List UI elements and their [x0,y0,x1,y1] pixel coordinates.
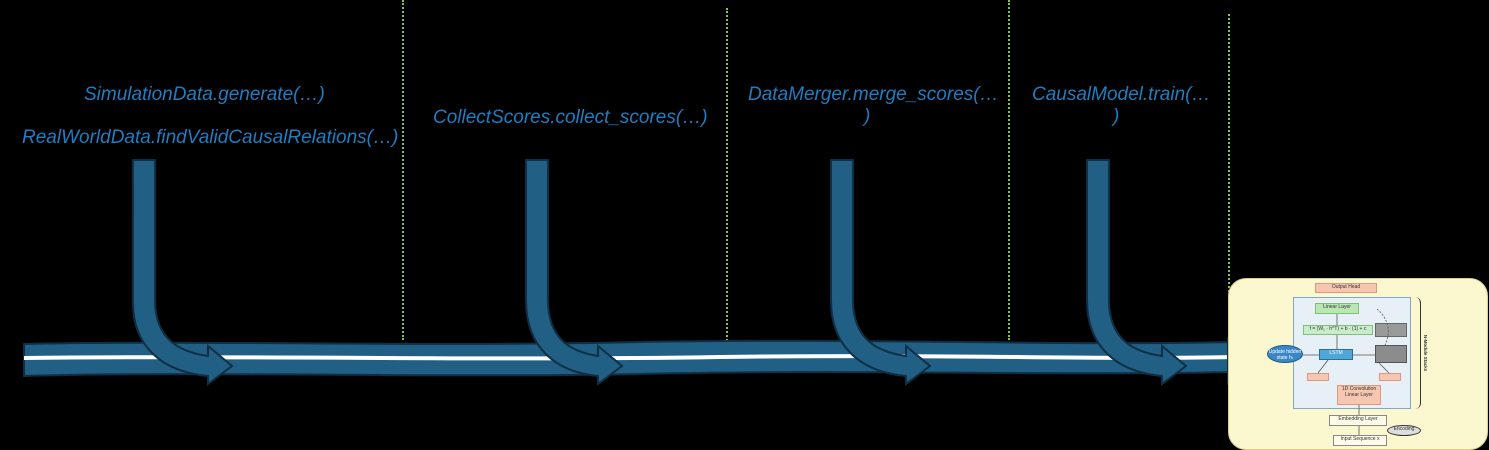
linear-top-box: Linear Layer [1315,303,1359,314]
divider-2 [726,8,728,348]
feeder-arrow-1 [131,159,234,386]
stack-bracket [1415,297,1421,409]
step-label-4-line-2: ) [1113,106,1120,127]
right-small-box [1379,373,1401,381]
input-seq-box: Input Sequence x [1333,435,1387,446]
step-label-1-line-1: SimulationData.generate(…) [84,84,325,105]
formula-box: f = (W₁ · h^T) + b · (1) + c [1303,325,1373,335]
step-label-1-line-2: RealWorldData.findValidCausalRelations(…… [22,127,399,148]
model-connectors [1303,308,1390,435]
feeder-arrow-2 [525,159,624,386]
step-label-3-line-2: ) [864,106,871,127]
gray-box-2 [1375,345,1407,363]
lstm-box: LSTM [1319,349,1353,360]
feeder-arrow-4 [1086,159,1188,386]
divider-3 [1008,0,1010,340]
step-label-3-line-1: DataMerger.merge_scores(… [748,84,999,105]
gray-box-1 [1375,323,1407,337]
output-head-box: Output Head [1315,283,1377,293]
divider-1 [402,0,404,340]
divider-4 [1228,14,1230,364]
step-label-2: CollectScores.collect_scores(…) [433,107,708,128]
embedding-box: Embedding Layer [1329,415,1387,426]
attention-ellipse: Update hidden state hₜ [1267,345,1303,363]
model-architecture-inset: Output Head Linear Layer f = (W₁ · h^T) … [1228,278,1488,450]
encoding-ellipse: Encoding [1387,425,1421,436]
step-label-4-line-1: CausalModel.train(… [1032,84,1211,105]
left-small-box [1307,373,1329,381]
feeder-arrow-3 [830,159,932,386]
conv-layer-box: 1D Convolution Linear Layer [1337,385,1381,405]
